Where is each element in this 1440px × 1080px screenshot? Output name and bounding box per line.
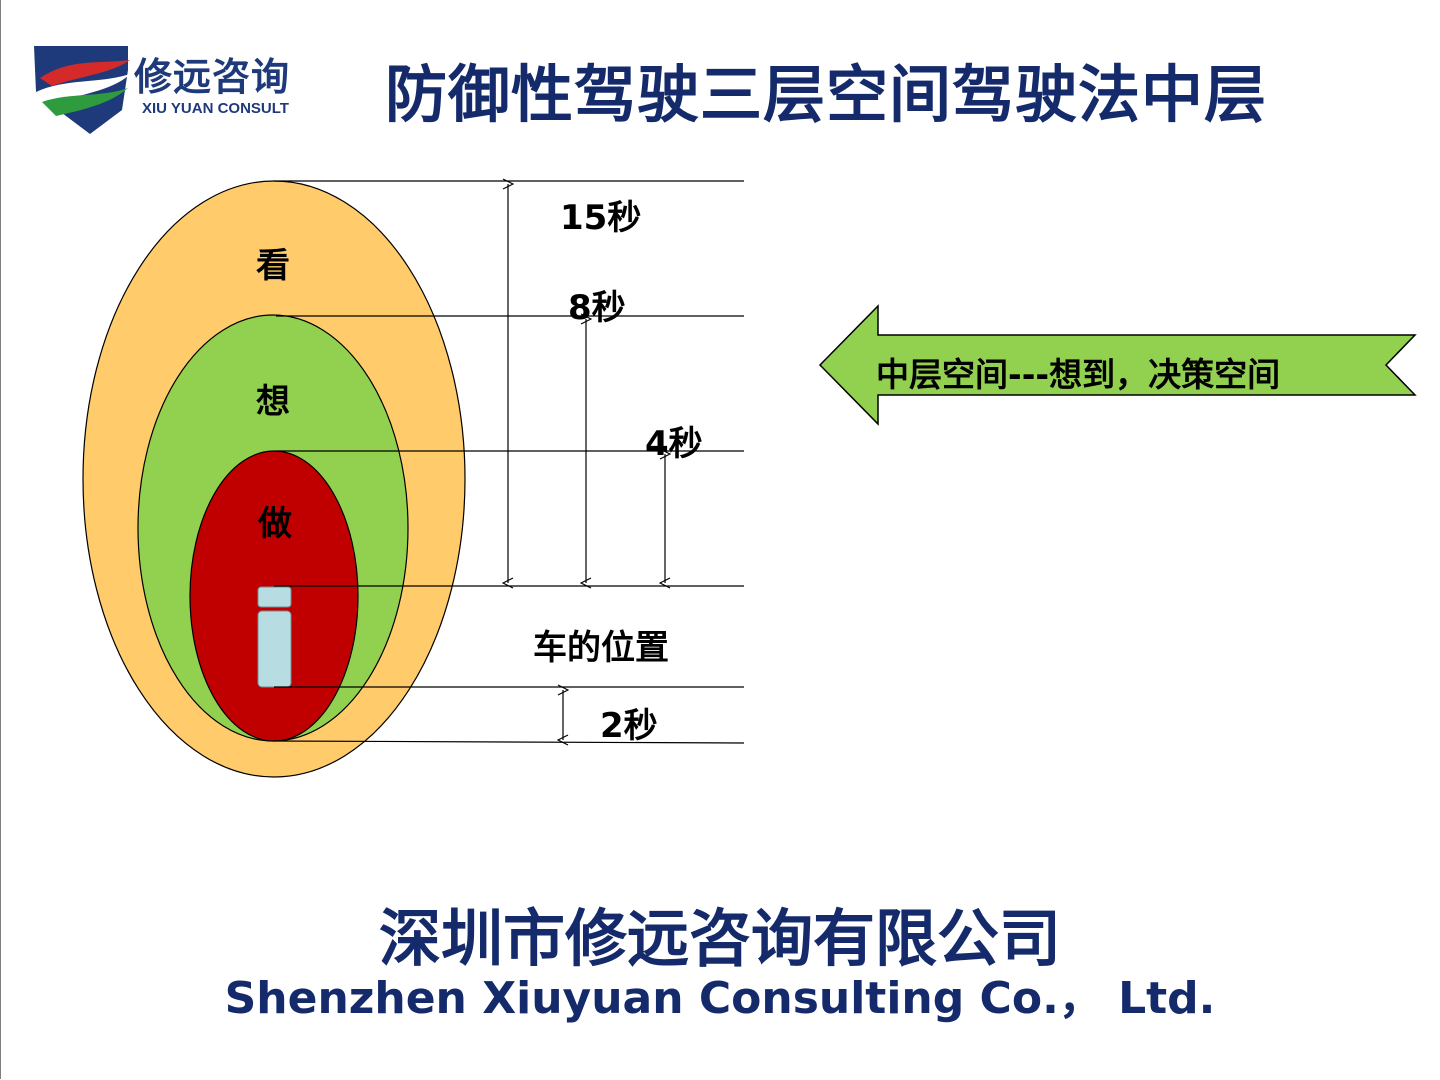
car-position-label: 车的位置 — [533, 628, 669, 668]
callout-left-arrow — [818, 304, 1417, 426]
zone-label-do: 做 — [258, 504, 292, 544]
logo-chinese-name: 修远咨询 — [134, 55, 291, 99]
time-label-8s: 8秒 — [568, 288, 626, 328]
time-label-4s: 4秒 — [645, 424, 703, 464]
company-name-english: Shenzhen Xiuyuan Consulting Co.， Ltd. — [224, 973, 1216, 1024]
company-logo: 修远咨询 XIU YUAN CONSULT — [30, 40, 330, 140]
page-title: 防御性驾驶三层空间驾驶法中层 — [385, 58, 1268, 131]
callout-text: 中层空间---想到，决策空间 — [876, 355, 1281, 394]
logo-english-name: XIU YUAN CONSULT — [142, 100, 289, 117]
zone-label-see: 看 — [256, 246, 290, 286]
time-label-15s: 15秒 — [560, 198, 642, 238]
zone-label-think: 想 — [256, 382, 290, 422]
company-name-chinese: 深圳市修远咨询有限公司 — [378, 902, 1061, 975]
time-label-2s: 2秒 — [600, 706, 658, 746]
car-icon — [257, 586, 292, 688]
line-2s — [273, 740, 745, 744]
logo-emblem-icon — [34, 46, 130, 134]
